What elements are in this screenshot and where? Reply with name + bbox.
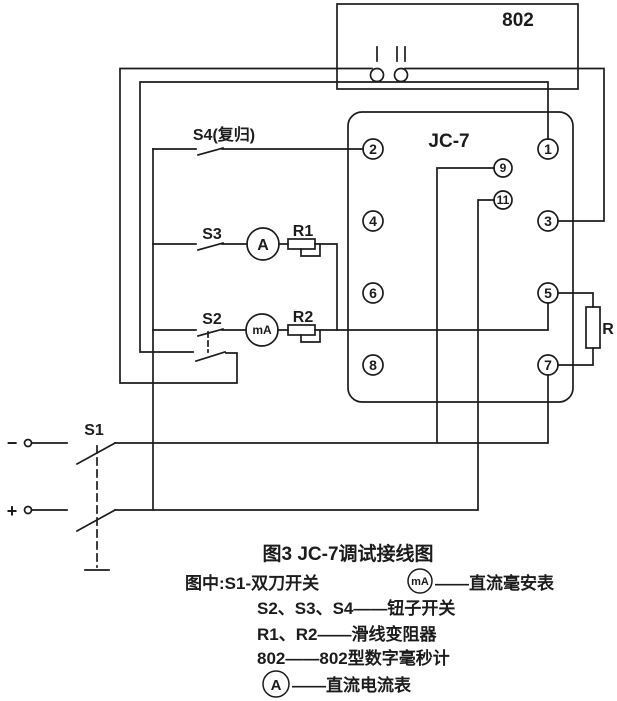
resistor-r2-label: R2 <box>293 309 314 326</box>
switch-s4-label: S4(复归) <box>193 125 255 144</box>
resistor-r-label: R <box>602 321 614 338</box>
terminal-ii-circle <box>393 67 409 83</box>
switch-s3-blade <box>196 241 225 252</box>
switch-s2-blade <box>196 327 225 338</box>
milliammeter-label: mA <box>252 323 272 337</box>
wire-s1-input-leads <box>30 442 68 511</box>
switch-s1-label: S1 <box>84 422 104 439</box>
terminal-7-label: 7 <box>544 357 552 373</box>
legend-line1-right: ——直流毫安表 <box>435 573 555 593</box>
ammeter-circle <box>246 227 280 261</box>
terminal-11-label: 11 <box>497 193 510 207</box>
msec-meter-box <box>336 3 579 90</box>
legend-ammeter-symbol <box>262 670 290 698</box>
wire-802-i-to-s2-pole2 <box>119 67 373 384</box>
msec-meter-label: 802 <box>502 10 534 31</box>
terminal-4-circle <box>362 210 384 232</box>
legend-line2: S2、S3、S4——钮子开关 <box>257 598 455 618</box>
terminal-6-label: 6 <box>369 285 377 301</box>
terminal-5-label: 5 <box>544 285 552 301</box>
terminal-i-circle <box>369 67 385 83</box>
figure-title: 图3 JC-7调试接线图 <box>262 542 433 565</box>
legend-line5-right: ——直流电流表 <box>292 675 412 695</box>
relay-box <box>347 111 574 403</box>
terminal-6-circle <box>362 282 384 304</box>
switch-s1-pole1-blade <box>75 441 117 466</box>
switch-s2-pole2-blade <box>194 350 227 363</box>
terminal-3-label: 3 <box>544 213 552 229</box>
plus-polarity-label: + <box>7 501 18 521</box>
terminal-4-label: 4 <box>369 213 377 229</box>
resistor-r1-tap <box>300 243 321 257</box>
terminal-9-label: 9 <box>500 161 507 175</box>
legend-milliammeter-symbol-label: mA <box>411 576 429 588</box>
ammeter-label: A <box>257 237 269 254</box>
wire-s3-row <box>152 243 338 331</box>
resistor-r2-tap <box>300 329 321 343</box>
minus-terminal-circle <box>23 438 33 448</box>
wire-802-ii-to-terminal3 <box>404 67 605 222</box>
switch-s4-blade <box>196 146 225 157</box>
legend-ammeter-symbol-label: A <box>271 677 282 694</box>
legend-line1-left: 图中:S1-双刀开关 <box>185 573 319 593</box>
wire-resistor-r-branch <box>557 292 594 366</box>
terminal-1-label: 1 <box>544 141 552 157</box>
milliammeter-circle <box>245 313 279 347</box>
relay-label: JC-7 <box>428 131 469 152</box>
terminal-8-label: 8 <box>369 357 377 373</box>
wire-negative-bus <box>114 167 549 444</box>
legend-milliammeter-symbol <box>407 568 433 594</box>
minus-polarity-label: − <box>7 433 18 453</box>
resistor-r-box <box>585 306 601 349</box>
resistor-r1-label: R1 <box>293 223 314 240</box>
switch-s3-label: S3 <box>202 226 222 243</box>
resistor-r2-box <box>287 324 316 336</box>
legend-line4: 802——802型数字毫秒计 <box>257 648 450 668</box>
legend-line3: R1、R2——滑线变阻器 <box>257 624 437 644</box>
resistor-r1-box <box>287 238 316 250</box>
wire-s2-row <box>152 302 549 331</box>
switch-s1-pole2-blade <box>75 508 117 533</box>
switch-s2-label: S2 <box>202 311 222 328</box>
plus-terminal-circle <box>23 505 33 515</box>
terminal-8-circle <box>362 354 384 376</box>
terminal-2-label: 2 <box>369 141 377 157</box>
wire-terminal1-to-s2-pole2 <box>139 81 549 353</box>
